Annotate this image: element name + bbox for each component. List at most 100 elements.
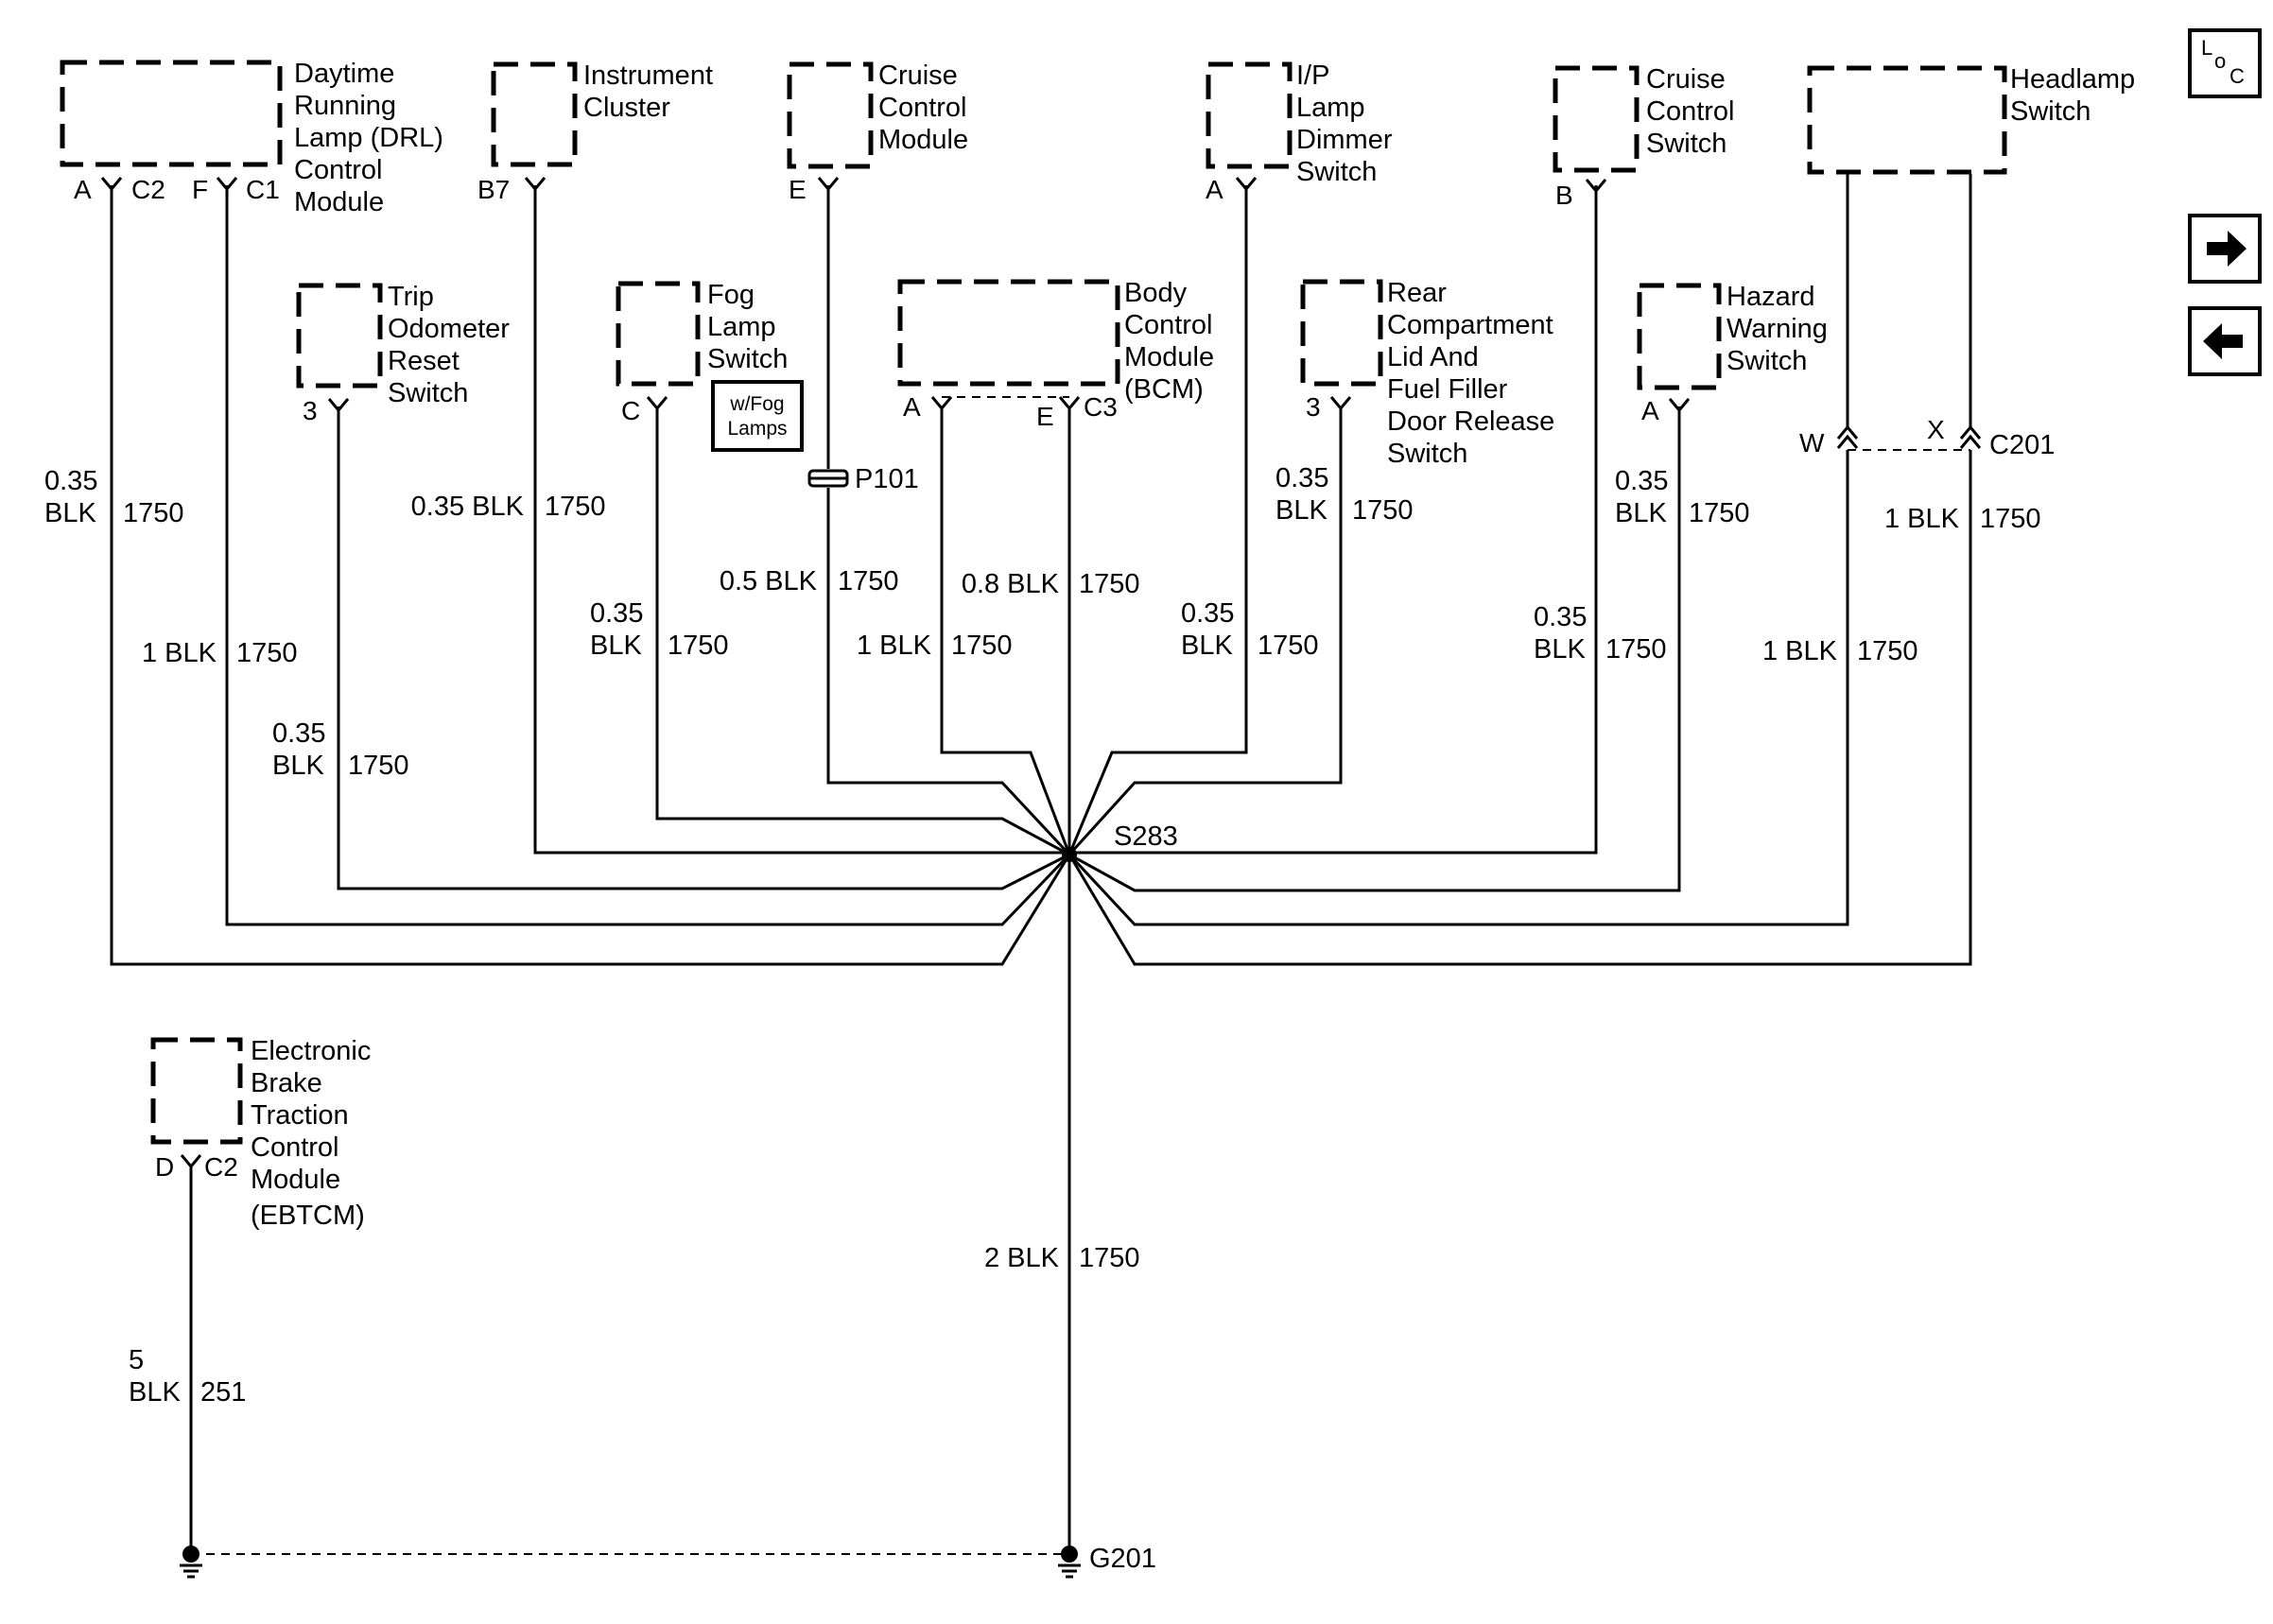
next-page-button[interactable] [2188,214,2262,284]
pin-bcm-e: E [1036,402,1054,431]
ground-symbols [180,1546,1081,1579]
pin-fog-c: C [621,396,640,425]
headlamp-switch-box [1807,65,2007,175]
drl-module-box [60,60,283,167]
wire-drl-a-circuit: 1750 [123,498,184,528]
wire-cruise-switch [1069,185,1598,855]
wire-drl-f [225,185,1071,926]
cruise-control-switch-box [1553,65,1640,173]
pin-mark [930,396,953,411]
trip-label-4: Switch [388,378,468,408]
wire-drl-a [110,185,1071,966]
wire-fog-circuit: 1750 [668,631,729,661]
pin-cruise-e: E [789,175,807,204]
rear-compartment-switch-box [1300,279,1383,387]
c201-label: C201 [1989,430,2055,460]
hazard-warning-switch-box [1637,283,1722,390]
wire-hl-x-gc: 1 BLK [1884,504,1960,534]
pin-mark [817,177,840,192]
pin-drl-c1: C1 [246,175,280,204]
wire-hl-w-gc: 1 BLK [1762,636,1838,666]
trip-label-1: Trip [388,282,434,312]
wire-bcm-a [940,406,1071,855]
cruise-switch-label-1: Cruise [1646,64,1726,95]
pin-ip-a: A [1206,175,1223,204]
instrument-cluster-box [491,61,578,167]
component-boxes [60,60,2007,1145]
drl-label-3: Lamp (DRL) [294,123,443,153]
pin-mark [1058,396,1081,411]
wire-cruise-circuit: 1750 [838,566,899,596]
wire-ip-gauge: 0.35 [1181,598,1234,629]
fog-label-1: Fog [707,280,755,310]
rear-label-1: Rear [1387,278,1447,308]
wire-cruise-module-lower [826,488,1071,856]
wire-trip-color: BLK [272,751,324,781]
cruise-switch-label-2: Control [1646,96,1735,127]
pin-cs-b: B [1555,181,1573,210]
wire-rear-compartment [1067,406,1343,856]
bcm-label-4: (BCM) [1124,374,1204,405]
ebtcm-label-6: (EBTCM) [251,1201,365,1231]
drl-label-2: Running [294,91,396,121]
wire-cs-color: BLK [1534,634,1586,665]
hazard-label-2: Warning [1726,314,1828,344]
fog-label-2: Lamp [707,312,776,342]
p101-connector [807,469,849,488]
rear-label-2: Compartment [1387,310,1553,340]
wire-labels: 0.35 BLK 1750 1 BLK 1750 0.35 BLK 1750 0… [44,463,2041,1408]
pin-ebtcm-c2: C2 [204,1152,238,1182]
rear-label-3: Lid And [1387,342,1479,372]
previous-page-button[interactable] [2188,306,2262,376]
pin-mark [1235,177,1258,192]
location-button[interactable]: L o C [2188,28,2262,98]
p101-label: P101 [855,464,919,494]
ip-dimmer-label-3: Dimmer [1296,125,1393,155]
fog-label-3: Switch [707,344,788,374]
wire-rear-gauge: 0.35 [1275,463,1328,493]
pin-drl-c2: C2 [131,175,165,204]
wire-headlamp-x-lower [1067,450,1972,966]
hazard-label-3: Switch [1726,346,1807,376]
wire-instrument-cluster [533,185,1069,855]
wire-hazard-color: BLK [1615,498,1667,528]
pin-hl-w: W [1799,428,1825,458]
loc-icon-o: o [2214,49,2226,73]
bcm-box [897,279,1120,387]
pin-mark [1668,398,1691,413]
ip-dimmer-label-1: I/P [1296,60,1329,91]
pin-mark [180,1154,202,1169]
wire-ground-gc: 2 BLK [984,1243,1060,1273]
fog-option-1: w/Fog [729,393,784,415]
ip-dimmer-switch-box [1206,61,1293,169]
cruise-module-label-3: Module [878,125,968,155]
wire-hazard-gauge: 0.35 [1615,466,1668,496]
pin-drl-a: A [74,175,92,204]
bcm-label-1: Body [1124,278,1188,308]
cruise-switch-label-3: Switch [1646,129,1726,159]
c201-x-mark [1959,424,1982,449]
fog-option-2: Lamps [727,418,787,440]
s283-label: S283 [1114,821,1178,852]
loc-icon-l: L [2201,36,2212,60]
cruise-module-label-2: Control [878,93,967,123]
wire-cs-gauge: 0.35 [1534,602,1587,632]
rear-label-4: Fuel Filler [1387,374,1508,405]
ebtcm-label-3: Traction [251,1100,349,1131]
pin-drl-f: F [192,175,208,204]
wire-fog-gauge: 0.35 [590,598,643,629]
wire-ebtcm-color: BLK [129,1377,181,1408]
ebtcm-label-4: Control [251,1132,339,1163]
rear-label-6: Switch [1387,439,1467,469]
cluster-label-2: Cluster [583,93,670,123]
wire-hl-w-circuit: 1750 [1857,636,1918,666]
hazard-label-1: Hazard [1726,282,1815,312]
c201-w-mark [1836,424,1859,449]
pin-rear-3: 3 [1306,392,1321,422]
wire-hazard-circuit: 1750 [1689,498,1750,528]
wire-ground-circuit: 1750 [1079,1243,1140,1273]
wire-cs-circuit: 1750 [1605,634,1667,665]
pin-trip-3: 3 [303,396,318,425]
splice-s283 [1062,847,1077,862]
